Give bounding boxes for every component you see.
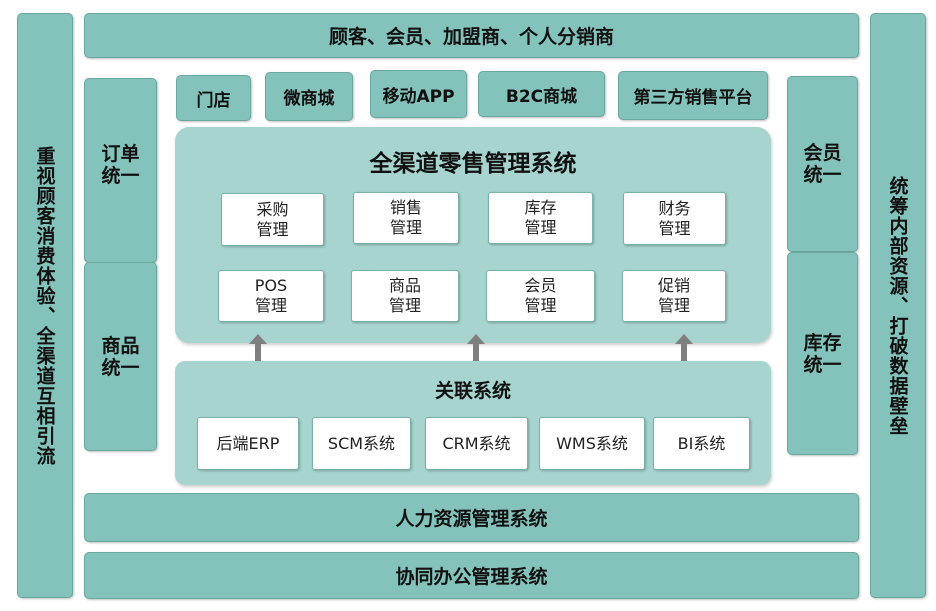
channel-store[interactable]: 门店 xyxy=(176,75,251,121)
related-label: SCM系统 xyxy=(327,433,396,453)
top-banner-text: 顾客、会员、加盟商、个人分销商 xyxy=(328,26,614,48)
order-unify-box: 订单统一 xyxy=(84,78,157,263)
channel-label: B2C商城 xyxy=(505,86,578,107)
module-promotion[interactable]: 促销管理 xyxy=(622,270,726,322)
member-unify-label: 会员统一 xyxy=(803,142,842,186)
related-label: WMS系统 xyxy=(556,433,628,453)
left-sidebar-text: 重视顾客消费体验、全渠道互相引流 xyxy=(33,145,56,466)
module-pos[interactable]: POS管理 xyxy=(218,270,324,322)
member-unify-box: 会员统一 xyxy=(787,76,858,252)
channel-wechat-mall[interactable]: 微商城 xyxy=(265,72,353,121)
module-label: POS管理 xyxy=(254,276,288,315)
module-label: 促销管理 xyxy=(658,276,691,315)
related-bi[interactable]: BI系统 xyxy=(653,417,750,470)
right-sidebar-text: 统筹内部资源、打破数据壁垒 xyxy=(886,175,909,436)
module-label: 会员管理 xyxy=(524,276,557,315)
channel-third-party-platform[interactable]: 第三方销售平台 xyxy=(618,71,768,120)
order-unify-label: 订单统一 xyxy=(101,143,140,187)
channel-b2c-mall[interactable]: B2C商城 xyxy=(478,71,605,117)
module-purchase[interactable]: 采购管理 xyxy=(221,193,324,246)
module-label: 财务管理 xyxy=(658,198,691,238)
core-system-title: 全渠道零售管理系统 xyxy=(369,151,577,177)
right-sidebar: 统筹内部资源、打破数据壁垒 xyxy=(870,13,926,598)
collaborative-office-label: 协同办公管理系统 xyxy=(395,566,548,588)
module-sales[interactable]: 销售管理 xyxy=(353,192,459,244)
related-crm[interactable]: CRM系统 xyxy=(425,417,528,470)
related-scm[interactable]: SCM系统 xyxy=(312,417,411,470)
channel-label: 第三方销售平台 xyxy=(633,88,753,108)
inventory-unify-box: 库存统一 xyxy=(787,252,858,455)
related-label: 后端ERP xyxy=(216,433,280,453)
related-label: BI系统 xyxy=(677,433,726,453)
module-finance[interactable]: 财务管理 xyxy=(623,192,726,245)
module-label: 库存管理 xyxy=(524,198,557,237)
product-unify-box: 商品统一 xyxy=(84,262,157,451)
channel-mobile-app[interactable]: 移动APP xyxy=(370,70,467,118)
channel-label: 移动APP xyxy=(382,86,455,107)
related-system-title: 关联系统 xyxy=(434,380,511,402)
hr-management-system-bar: 人力资源管理系统 xyxy=(84,493,859,542)
left-sidebar: 重视顾客消费体验、全渠道互相引流 xyxy=(17,13,73,598)
inventory-unify-label: 库存统一 xyxy=(803,331,842,376)
collaborative-office-system-bar: 协同办公管理系统 xyxy=(84,552,859,599)
channel-label: 门店 xyxy=(196,90,231,111)
module-product[interactable]: 商品管理 xyxy=(351,270,459,322)
top-banner: 顾客、会员、加盟商、个人分销商 xyxy=(84,13,859,58)
module-inventory[interactable]: 库存管理 xyxy=(488,192,593,244)
module-label: 采购管理 xyxy=(256,199,289,239)
product-unify-label: 商品统一 xyxy=(101,334,140,379)
channel-label: 微商城 xyxy=(283,89,335,109)
related-erp[interactable]: 后端ERP xyxy=(197,417,299,470)
related-wms[interactable]: WMS系统 xyxy=(539,417,645,470)
related-label: CRM系统 xyxy=(442,433,511,453)
hr-management-label: 人力资源管理系统 xyxy=(395,508,548,530)
module-member[interactable]: 会员管理 xyxy=(486,270,595,322)
module-label: 商品管理 xyxy=(389,276,422,315)
module-label: 销售管理 xyxy=(390,198,423,237)
